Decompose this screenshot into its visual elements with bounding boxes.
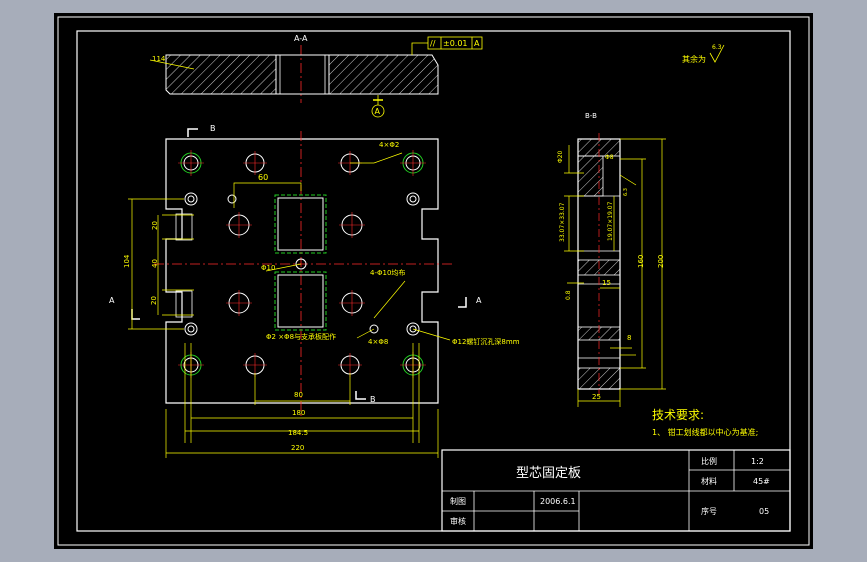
technical-requirements: 技术要求: 1、 钳工划线都以中心为基准; — [652, 408, 758, 437]
dim-4xphi8: 4×Φ8 — [368, 338, 388, 346]
cut-b-bottom-label: B — [370, 395, 376, 404]
cut-a-right — [458, 297, 467, 308]
dim-20-bot: 20 — [150, 296, 158, 305]
number-value: 05 — [759, 507, 769, 516]
bb-dim-phi20: Φ20 — [557, 150, 564, 163]
dim-184-5: 184.5 — [288, 429, 308, 437]
dim-220: 220 — [291, 444, 304, 452]
pin-hole — [184, 322, 198, 336]
core-pocket-top — [277, 197, 324, 251]
plate-section-pocket — [275, 54, 330, 95]
plan-dimensions — [128, 152, 451, 458]
pin-hole — [409, 325, 417, 333]
cut-a-left-label: A — [109, 296, 115, 305]
roughness-note: 其余为 6.3 — [682, 44, 725, 64]
outer-frame — [57, 16, 810, 546]
plate-section-left — [165, 54, 277, 95]
dim-phi10: Φ10 — [261, 264, 275, 272]
pin-hole — [184, 192, 198, 206]
slot-left-top — [175, 213, 193, 241]
cut-b-top — [187, 128, 198, 137]
core-pocket-bottom-green — [274, 271, 327, 331]
dim-4xphi2: 4×Φ2 — [379, 141, 399, 149]
inner-frame — [76, 30, 791, 532]
requirements-item-1: 1、 钳工划线都以中心为基准; — [652, 427, 758, 437]
pin-hole — [187, 195, 195, 203]
center-hole — [295, 258, 307, 270]
roughness-symbol — [709, 44, 725, 63]
drawing-sheet: A-A 114 // ±0.01 A A 其余为 6.3 B B — [57, 16, 810, 546]
dim-phi12: Φ12螺钉沉孔深8mm — [452, 337, 520, 346]
dim-180: 180 — [292, 409, 305, 417]
bb-dimensions — [564, 138, 666, 407]
pin-hole — [409, 195, 417, 203]
material-label: 材料 — [701, 476, 717, 486]
bb-roughness: 6.3 — [623, 188, 629, 196]
bb-dim-0-8: 0.8 — [565, 290, 572, 300]
roughness-value: 6.3 — [712, 44, 722, 51]
checked-label: 审核 — [450, 516, 466, 526]
cut-b-bottom — [355, 391, 366, 400]
bb-dim-19: 19.07×19.07 — [607, 201, 614, 241]
material-value: 45# — [753, 477, 770, 486]
dim-60: 60 — [258, 173, 268, 182]
dim-80: 80 — [294, 391, 303, 399]
dim-20-top: 20 — [151, 221, 159, 230]
tolerance-datum: A — [474, 39, 480, 48]
roughness-text: 其余为 — [682, 54, 706, 64]
bb-dim-33: 33.07×33.07 — [559, 202, 566, 242]
tolerance-leader — [411, 42, 428, 55]
section-aa-view: A-A 114 // ±0.01 A A — [149, 34, 483, 118]
plan-view: B B A A — [109, 124, 520, 458]
d114-leader — [149, 59, 195, 70]
dim-4xphi10: 4-Φ10均布 — [370, 268, 405, 277]
date-value: 2006.6.1 — [540, 497, 576, 506]
bb-dim-25: 25 — [592, 393, 601, 401]
dim-40: 40 — [151, 259, 159, 268]
datum-a-letter: A — [375, 107, 381, 116]
dim-phi2x8: Φ2 ×Φ8与支承板配作 — [266, 332, 336, 341]
cad-viewport[interactable]: A-A 114 // ±0.01 A A 其余为 6.3 B B — [54, 13, 813, 549]
cut-b-top-label: B — [210, 124, 216, 133]
tolerance-value: ±0.01 — [443, 39, 468, 48]
section-bb-view: B-B — [557, 112, 666, 407]
scale-label: 比例 — [701, 456, 717, 466]
number-label: 序号 — [701, 506, 717, 516]
title-block-frame — [441, 449, 791, 532]
datum-a-circle — [371, 104, 385, 118]
part-name: 型芯固定板 — [516, 466, 581, 481]
small-hole — [227, 194, 237, 204]
bb-dim-15: 15 — [602, 279, 611, 287]
cut-a-right-label: A — [476, 296, 482, 305]
core-pocket-bottom — [277, 274, 324, 328]
pin-hole — [187, 325, 195, 333]
core-pocket-top-green — [274, 194, 327, 254]
small-hole — [369, 324, 379, 334]
bb-dim-160: 160 — [637, 255, 645, 268]
dim-114: 114 — [152, 55, 166, 63]
dim-104: 104 — [123, 254, 131, 268]
section-aa-label: A-A — [294, 34, 308, 43]
plate-section-right — [328, 54, 439, 95]
bb-dim-200: 200 — [657, 255, 665, 268]
pin-hole — [406, 322, 420, 336]
tolerance-symbol: // — [430, 39, 436, 48]
bb-dim-8: 8 — [627, 334, 631, 342]
drawn-label: 制图 — [450, 496, 466, 506]
pin-hole — [406, 192, 420, 206]
slot-left-bottom — [175, 290, 193, 318]
cut-a-left — [131, 309, 140, 320]
title-block: 型芯固定板 比例 1:2 材料 45# 制图 2006.6.1 审核 序号 05 — [441, 449, 791, 532]
section-bb-label: B-B — [585, 112, 597, 120]
scale-value: 1:2 — [751, 457, 764, 466]
requirements-heading: 技术要求: — [652, 408, 704, 422]
bb-dim-phi8: Φ8 — [605, 154, 614, 161]
